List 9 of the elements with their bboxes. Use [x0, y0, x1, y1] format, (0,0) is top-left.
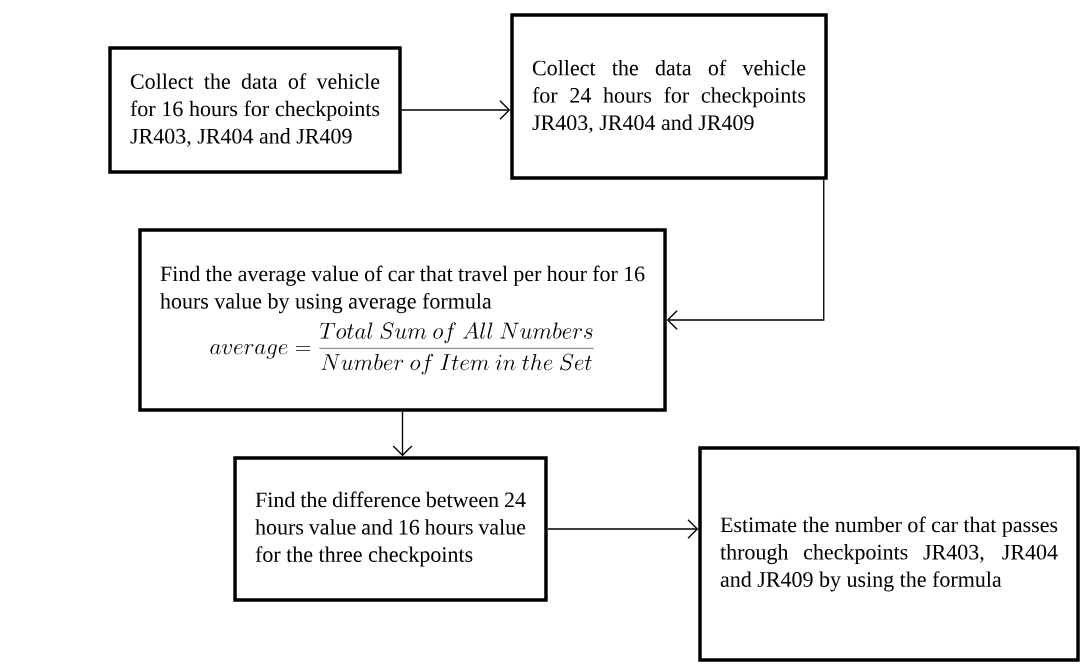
arrow	[666, 179, 825, 330]
process-box: Estimate the number of car that passes through checkpoints JR403, JR404 and JR409 by using the formula	[698, 446, 1080, 662]
process-box: Find the difference between 24 hours value and 16 hours value for the three checkpoints	[233, 456, 548, 602]
arrow	[392, 411, 413, 457]
process-box: Find the average value of car that travel per hour for 16 hours value by using average formula $average = \frac{Total\ Sum\ of\ All\ Numbers}{Number\ of\ Item\ in\ the\ Set}$	[138, 228, 667, 412]
arrow	[547, 519, 699, 539]
process-box: Collect the data of vehicle for 24 hours for checkpoints JR403, JR404 and JR409	[510, 13, 828, 180]
process-box: Collect the data of vehicle for 16 hours for checkpoints JR403, JR404 and JR409	[108, 46, 402, 174]
arrow	[401, 100, 511, 120]
